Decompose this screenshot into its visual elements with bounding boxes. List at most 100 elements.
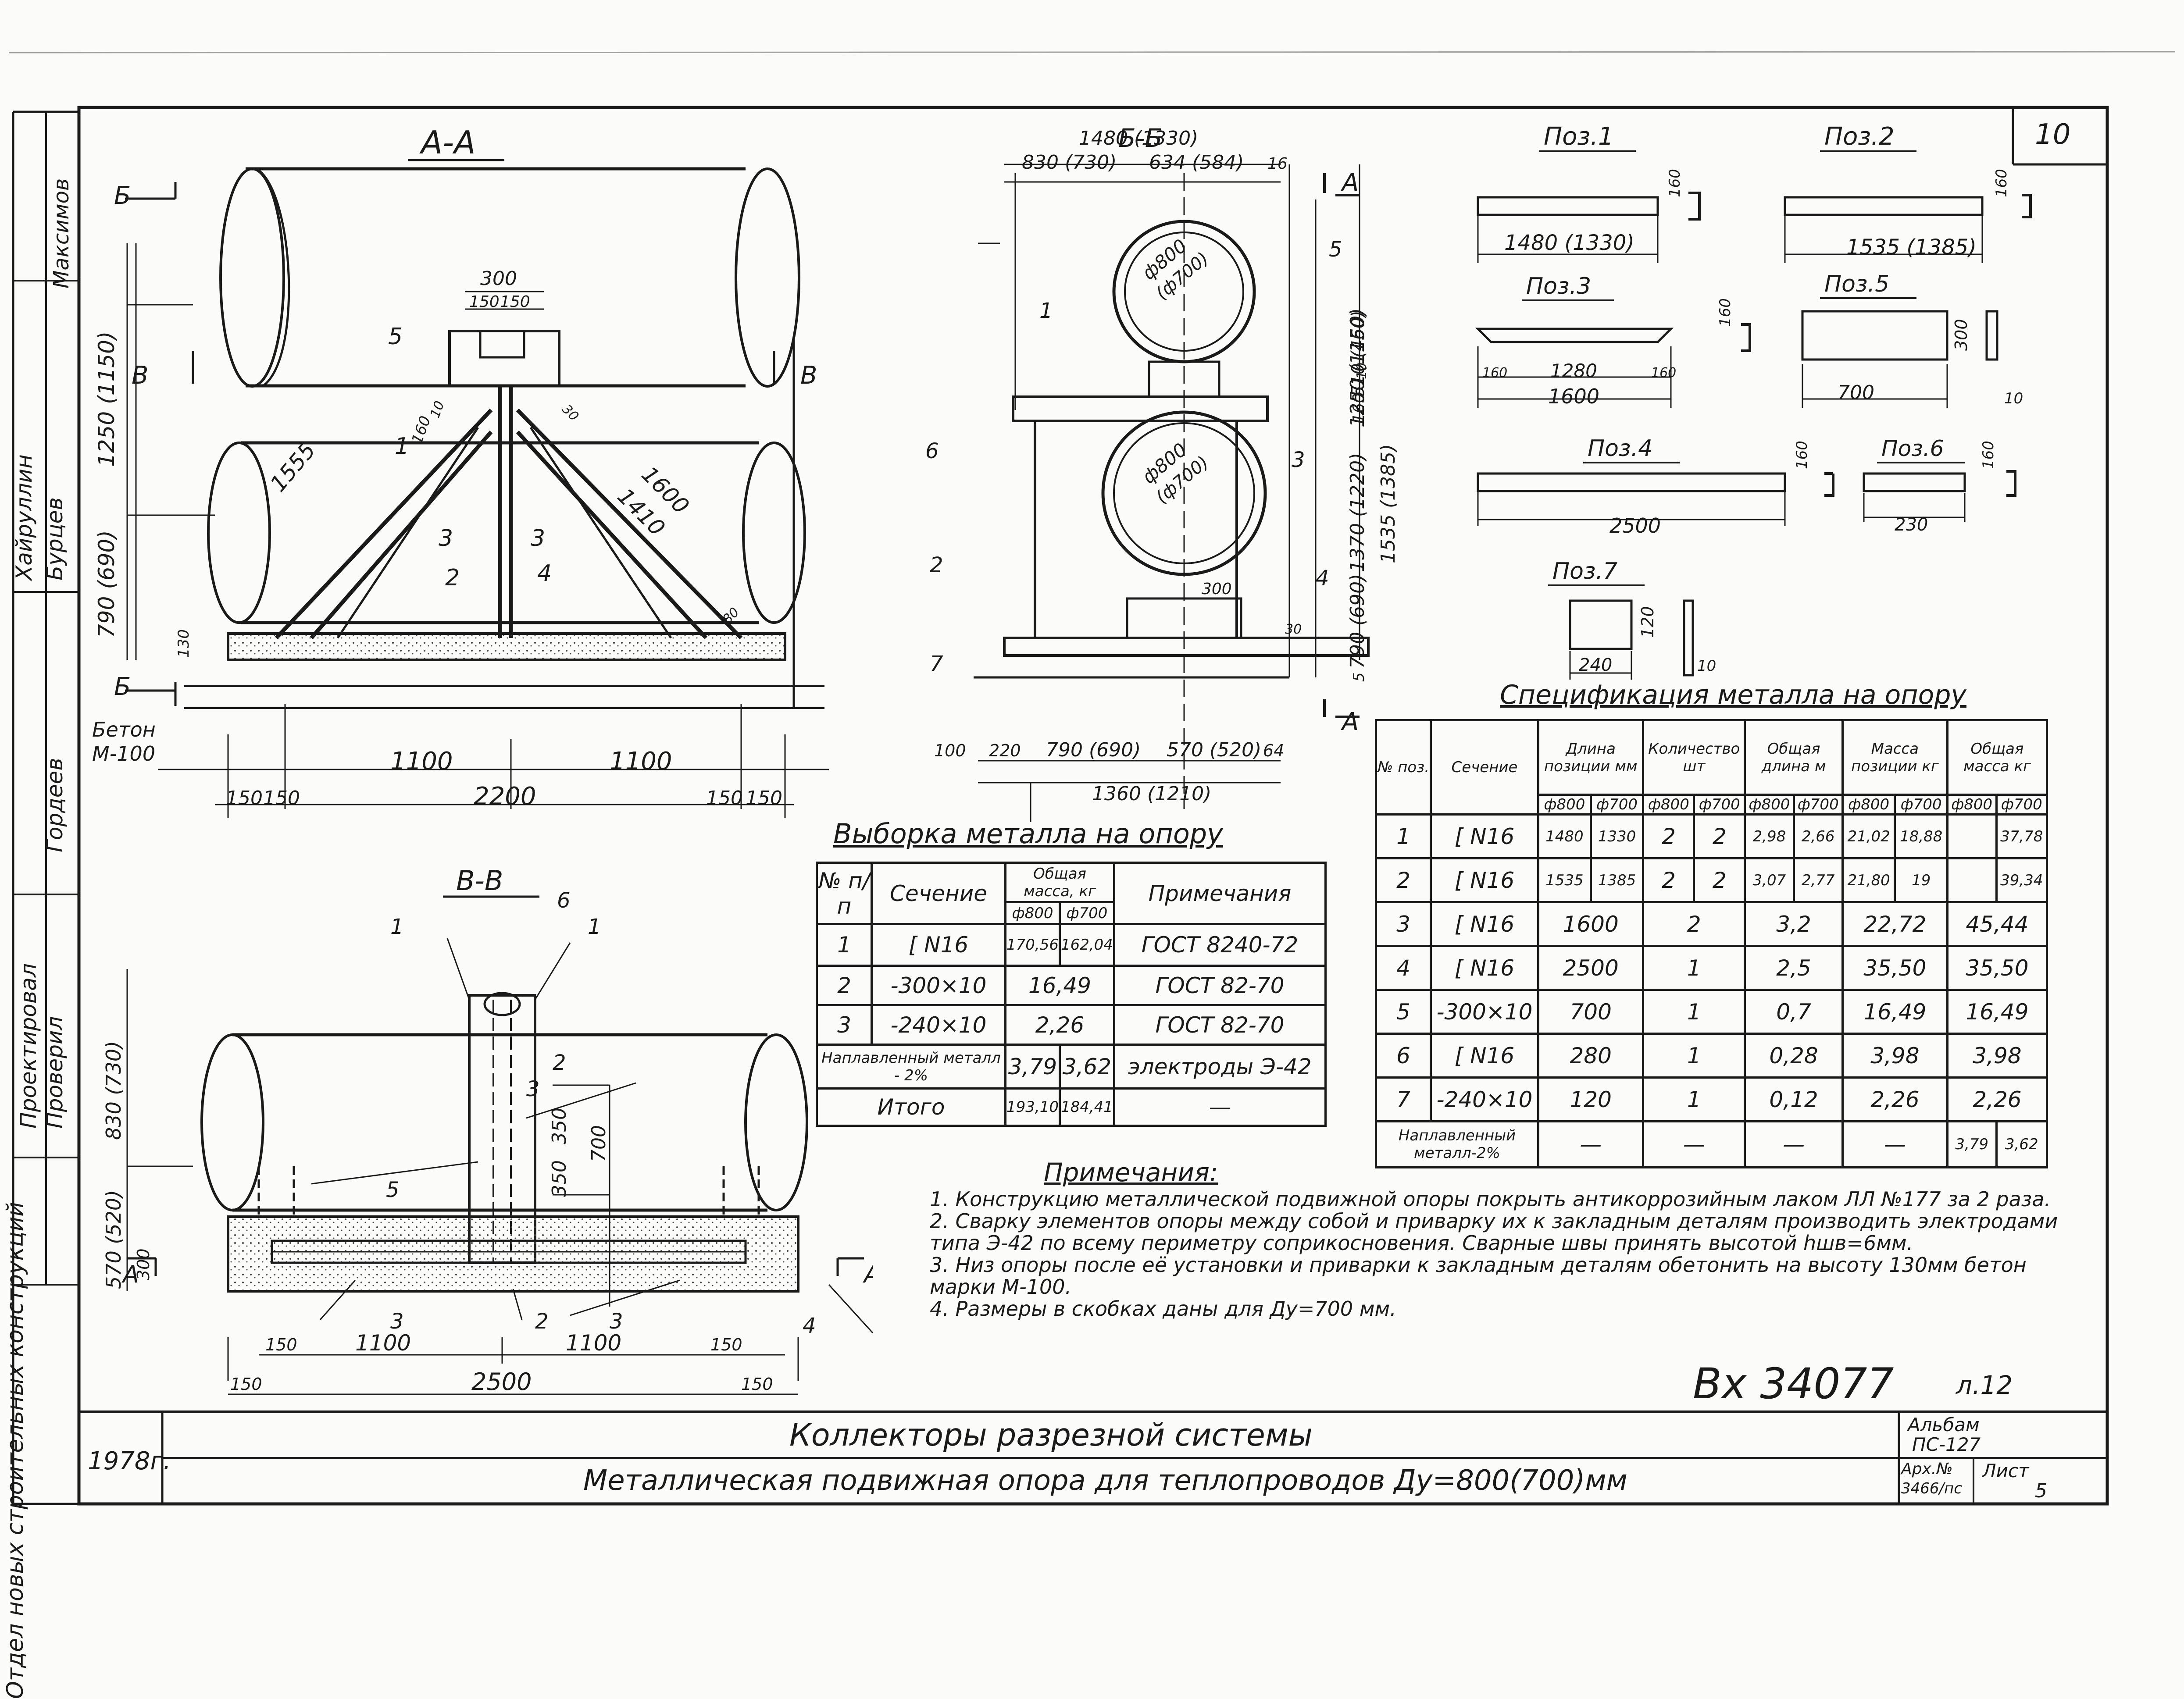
spec-cell: 1480 — [1537, 813, 1592, 859]
part-details: Поз.1 1480 (1330) 160 Поз.2 1535 (1385) … — [1475, 122, 2032, 680]
sheet-label: Лист — [1982, 1460, 2029, 1482]
spec-cell: 16,49 — [1946, 989, 2048, 1035]
aa-concrete: Бетон — [92, 718, 156, 741]
bb-pos-1: 1 — [1039, 299, 1053, 323]
spec-cell: 3,98 — [1841, 1033, 1948, 1079]
sel-h-no: № п/п — [816, 862, 873, 925]
spec-cell: 3,79 — [1946, 1120, 1998, 1168]
aa-cut-v-left: В — [132, 361, 148, 390]
part4-h: 160 — [1793, 441, 1811, 469]
inventory-number: Вх 34077 — [1693, 1359, 1894, 1408]
spec-cell: 2,26 — [1841, 1076, 1948, 1122]
spec-h-f700: ф700 — [1894, 794, 1948, 816]
spec-cell: 37,78 — [1995, 813, 2048, 859]
series-title: Коллекторы разрезной системы — [789, 1417, 1313, 1453]
sel-h-m700: ф700 — [1058, 901, 1115, 925]
sheet-mark: л.12 — [1956, 1370, 2013, 1400]
spec-cell: [ N16 — [1430, 857, 1539, 903]
bb-dim-30: 30 — [1285, 622, 1302, 637]
part3-total: 1600 — [1548, 385, 1599, 408]
checked-label: Проверил — [42, 1016, 68, 1129]
sel-cell: 3,62 — [1058, 1044, 1115, 1090]
spec-cell: 2,5 — [1744, 945, 1844, 991]
spec-h-f800: ф800 — [1744, 794, 1795, 816]
spec-cell: [ N16 — [1430, 901, 1539, 947]
sel-h-note: Примечания — [1113, 862, 1327, 925]
spec-cell: 2 — [1693, 857, 1746, 903]
part5-w: 700 — [1838, 381, 1874, 404]
sel-cell: 162,04 — [1058, 923, 1115, 967]
bb-dim-1370: 1370 (1220) — [1346, 453, 1369, 572]
spec-cell: 2500 — [1537, 945, 1645, 991]
bb-pos-6: 6 — [925, 439, 939, 463]
spec-h-f700: ф700 — [1589, 794, 1645, 816]
spec-cell: 22,72 — [1841, 901, 1948, 947]
aa-concrete-grade: М-100 — [92, 742, 155, 766]
vv-pos-2a: 2 — [553, 1051, 566, 1075]
aa-dim-150d: 150 — [263, 787, 300, 809]
bb-pos-3: 3 — [1292, 448, 1305, 472]
spec-cell: 45,44 — [1946, 901, 2048, 947]
part2-title: Поз.2 — [1824, 122, 1895, 151]
sel-cell: 170,56 — [1004, 923, 1061, 967]
sel-row-4: Наплавленный металл - 2% 3,79 3,62 элект… — [816, 1044, 1327, 1090]
vv-pos-4: 4 — [803, 1314, 816, 1338]
vv-pos-2b: 2 — [535, 1309, 549, 1334]
bb-cut-a-bottom: А — [1341, 708, 1359, 736]
bb-dim-1250: 1250 (1150) — [1346, 308, 1369, 427]
sel-cell: 1 — [816, 923, 873, 967]
vv-dim-1100b: 1100 — [566, 1330, 621, 1356]
note-2: 2. Сварку элементов опоры между собой и … — [930, 1209, 2058, 1255]
note-3: 3. Низ опоры после её установки и привар… — [930, 1253, 2027, 1299]
spec-cell: 700 — [1537, 989, 1645, 1035]
bb-dim-634: 634 (584) — [1149, 151, 1244, 174]
part3-d160a: 160 — [1482, 365, 1507, 381]
sel-cell: 3 — [816, 1004, 873, 1046]
drawing-title: Металлическая подвижная опора для теплоп… — [583, 1464, 1627, 1497]
bb-pos-4: 4 — [1316, 566, 1329, 591]
sel-cell: — — [1113, 1087, 1327, 1127]
aa-cut-b-top: Б — [114, 182, 131, 210]
spec-cell: 120 — [1537, 1076, 1645, 1122]
spec-cell — [1946, 857, 1998, 903]
bb-dim-220: 220 — [989, 741, 1021, 760]
bb-dim-100: 100 — [934, 741, 966, 760]
notes-list: 1. Конструкцию металлической подвижной о… — [930, 1188, 2061, 1320]
spec-cell: [ N16 — [1430, 1033, 1539, 1079]
spec-cell: 3,62 — [1995, 1120, 2048, 1168]
spec-cell: — — [1841, 1120, 1948, 1168]
part4-title: Поз.4 — [1588, 435, 1652, 462]
vv-pos-1a: 1 — [390, 915, 404, 939]
spec-cell: 2,77 — [1792, 857, 1844, 903]
album-label: Альбам — [1908, 1414, 1980, 1435]
vv-dim-150d: 150 — [741, 1375, 773, 1394]
spec-cell: 1330 — [1589, 813, 1645, 859]
bb-dim-1480: 1480 (1330) — [1079, 127, 1198, 150]
bb-dim-790b: 790 (690) — [1046, 739, 1141, 761]
spec-cell: 280 — [1537, 1033, 1645, 1079]
spec-cell: 1535 — [1537, 857, 1592, 903]
spec-cell: 0,28 — [1744, 1033, 1844, 1079]
sel-cell: Итого — [816, 1087, 1006, 1127]
part2-dim: 1535 (1385) — [1846, 235, 1977, 260]
sel-row-1: 1 [ N16 170,56 162,04 ГОСТ 8240-72 — [816, 923, 1327, 967]
spec-cell: 3,2 — [1744, 901, 1844, 947]
vv-dim-150b: 150 — [710, 1335, 742, 1354]
part6-title: Поз.6 — [1881, 436, 1944, 461]
sel-h-mass: Общая масса, кг — [1004, 862, 1115, 903]
sel-cell: 16,49 — [1004, 965, 1115, 1006]
vv-pos-3b: 3 — [390, 1309, 404, 1334]
spec-cell: 35,50 — [1841, 945, 1948, 991]
bb-dim-1360: 1360 (1210) — [1092, 783, 1211, 805]
note-4: 4. Размеры в скобках даны для Ду=700 мм. — [930, 1297, 1396, 1321]
aa-dim-1555: 1555 — [265, 438, 321, 497]
spec-h-len: Длина позиции мм — [1537, 719, 1645, 796]
name-1: Хайруллин — [11, 454, 37, 581]
name-3: Гордеев — [42, 758, 68, 852]
spec-h-section: Сечение — [1430, 719, 1539, 816]
sel-h-section: Сечение — [871, 862, 1006, 925]
part1-dim: 1480 (1330) — [1504, 231, 1634, 255]
spec-row-5: 5 -300×10 700 1 0,7 16,49 16,49 — [1375, 989, 2048, 1035]
spec-cell: Наплавленный металл-2% — [1375, 1120, 1539, 1168]
spec-h-tlen: Общая длина м — [1744, 719, 1844, 796]
